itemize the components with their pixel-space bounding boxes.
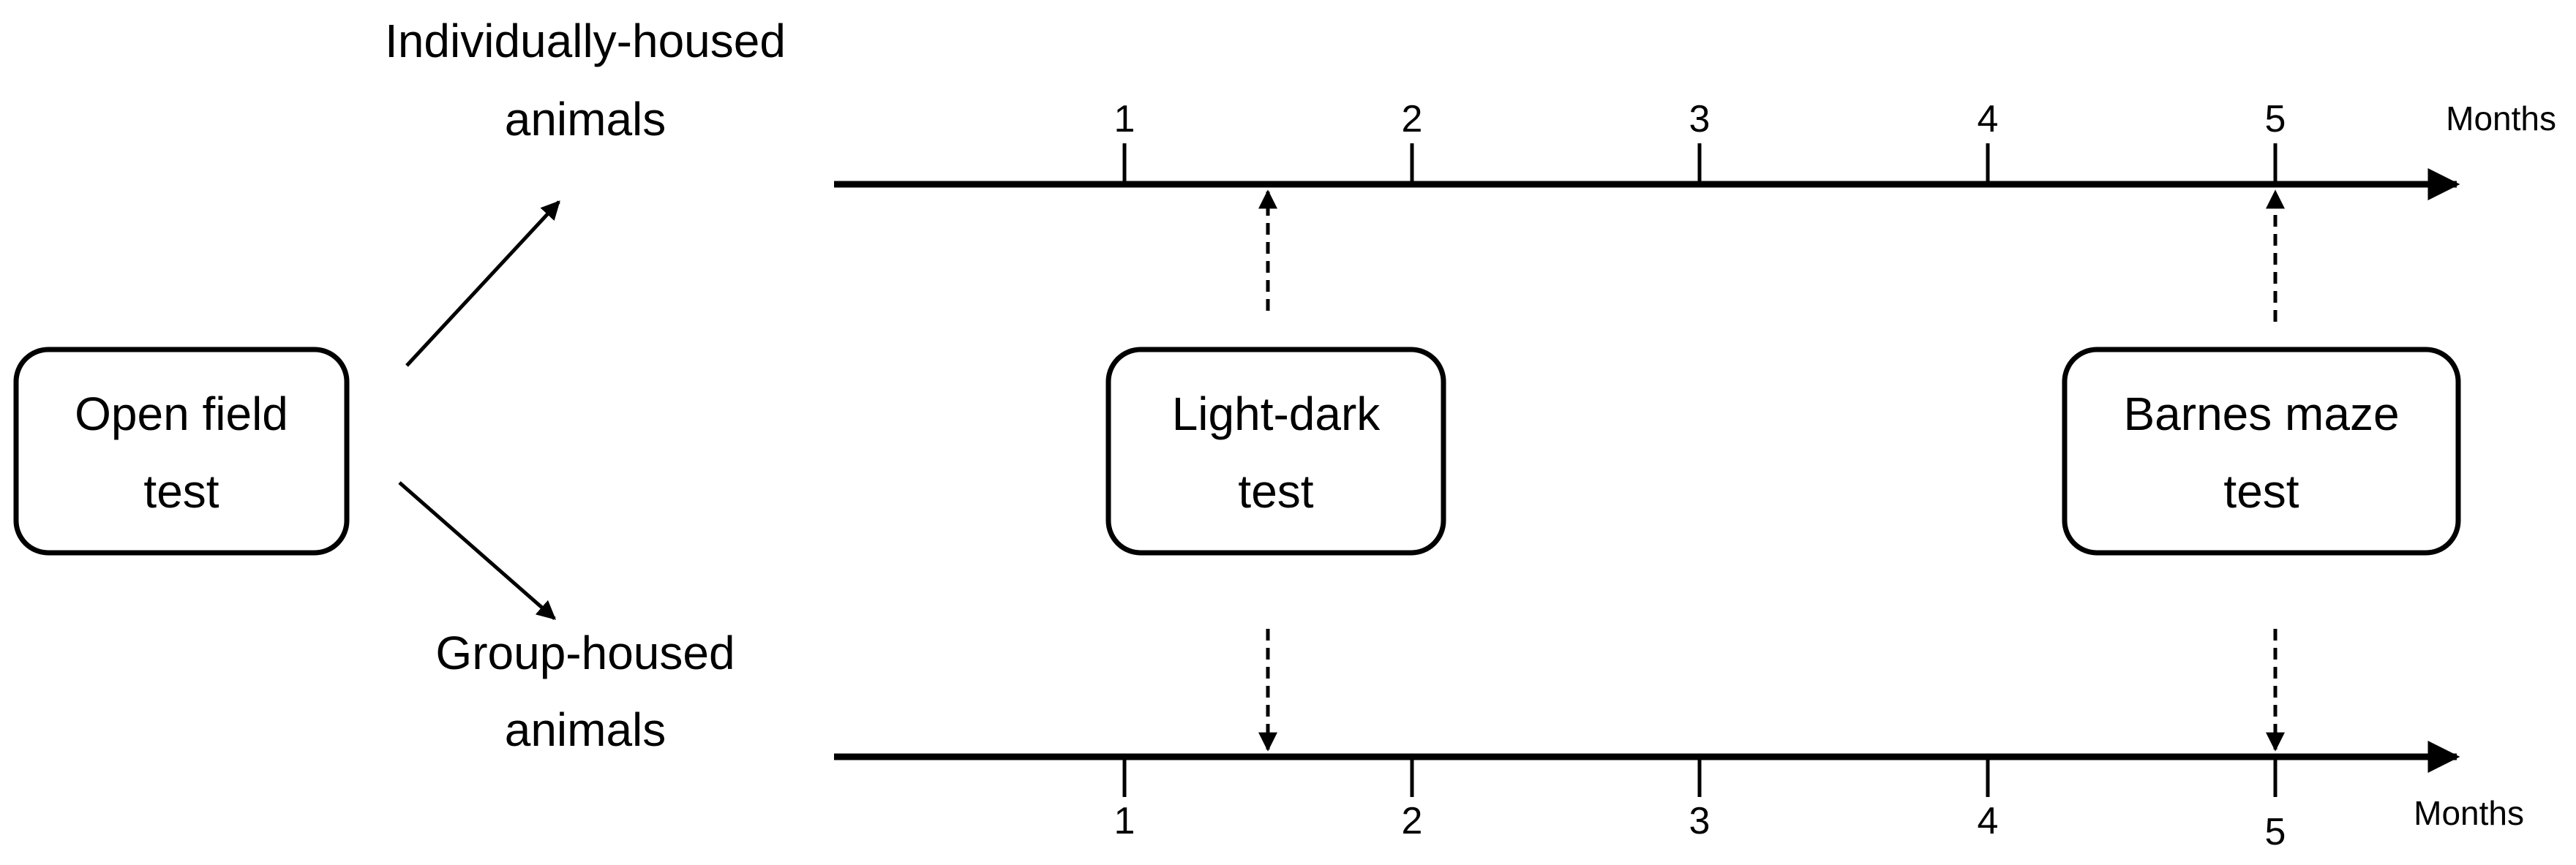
light-dark-test-box: Light-dark test — [1105, 347, 1446, 556]
top-months-label: Months — [2446, 99, 2556, 137]
open-field-line2: test — [143, 465, 219, 518]
top-tick-label-3: 3 — [1689, 98, 1711, 140]
branch-arrow-up — [405, 200, 560, 367]
bottom-months-label: Months — [2414, 794, 2524, 832]
group-housed-label-line2: animals — [505, 703, 666, 756]
bottom-tick-label-3: 3 — [1689, 800, 1711, 842]
barnes-maze-line2: test — [2223, 465, 2299, 518]
light-dark-line1: Light-dark — [1172, 388, 1381, 440]
top-tick-label-2: 2 — [1402, 98, 1423, 140]
individually-housed-label-line2: animals — [505, 93, 666, 146]
bottom-tick-label-2: 2 — [1402, 800, 1423, 842]
top-tick-label-4: 4 — [1978, 98, 1999, 140]
bottom-tick-label-5: 5 — [2265, 811, 2286, 853]
bottom-tick-label-4: 4 — [1978, 800, 1999, 842]
top-tick-label-5: 5 — [2265, 98, 2286, 140]
group-housed-label-line1: Group-housed — [435, 627, 735, 679]
bottom-tick-label-1: 1 — [1114, 800, 1135, 842]
light-dark-line2: test — [1238, 465, 1313, 518]
branch-arrow-down — [398, 481, 556, 620]
barnes-maze-line1: Barnes maze — [2123, 388, 2399, 440]
open-field-line1: Open field — [75, 388, 288, 440]
individually-housed-label-line1: Individually-housed — [385, 15, 786, 67]
bottom-timeline: 1 2 3 4 5 Months — [834, 741, 2524, 853]
open-field-test-box: Open field test — [13, 347, 350, 556]
top-tick-label-1: 1 — [1114, 98, 1135, 140]
top-timeline: 1 2 3 4 5 Months — [834, 98, 2556, 200]
barnes-maze-test-box: Barnes maze test — [2062, 347, 2461, 556]
